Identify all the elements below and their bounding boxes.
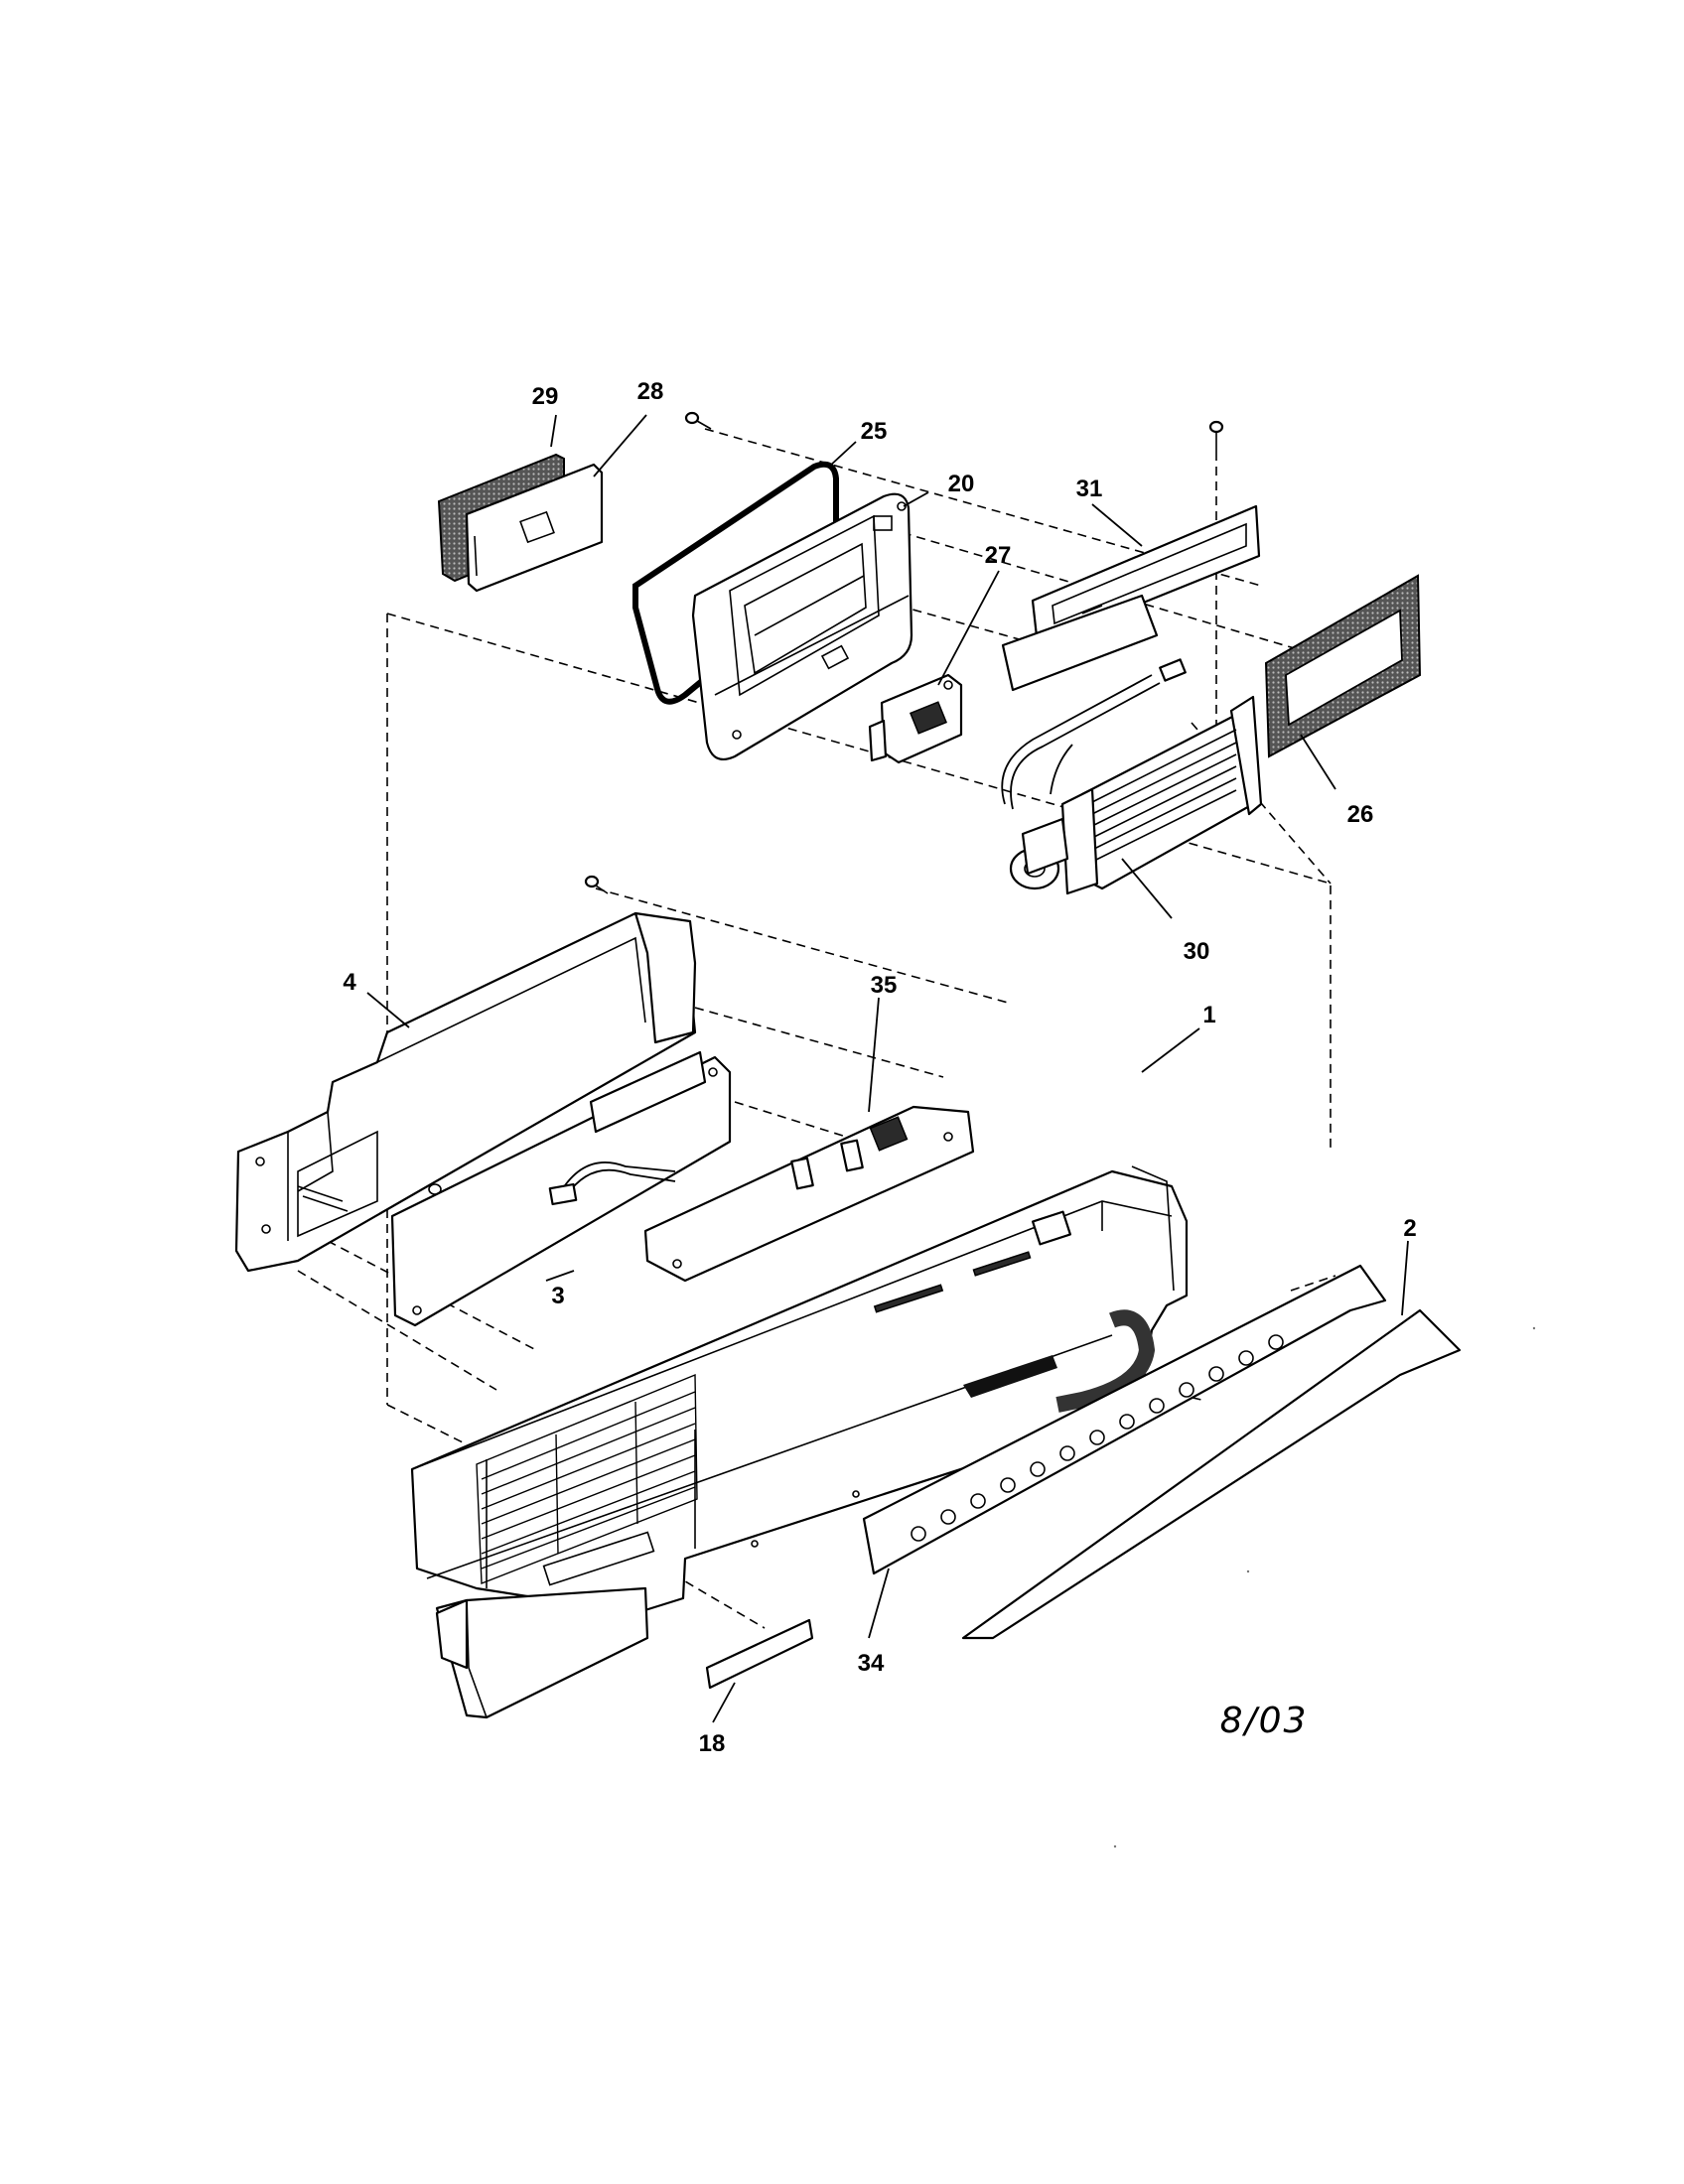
label-part-26: 26: [1347, 801, 1374, 828]
part-28-filter-cover: [465, 463, 604, 593]
label-part-3: 3: [551, 1283, 564, 1309]
console-vent-grille: [476, 1373, 698, 1585]
part-2-trim-strip: [961, 1308, 1462, 1640]
label-part-35: 35: [871, 972, 898, 999]
label-part-31: 31: [1076, 476, 1103, 502]
screw-upper-right: [1208, 420, 1224, 452]
label-part-34: 34: [858, 1650, 885, 1677]
leader-lines: [366, 414, 1409, 1723]
part-34-control-overlay: [862, 1264, 1387, 1575]
part-1-console-body: [410, 1165, 1189, 1615]
part-4-air-duct: [234, 911, 697, 1273]
label-part-20: 20: [948, 471, 975, 497]
part-30-blower: [1001, 658, 1263, 895]
screw-upper-left: [684, 411, 712, 430]
part-number-labels: 29 28 25 20 31 27 26 30 4 35 1 2 3 34 18: [343, 378, 1416, 1757]
scan-specks: [1113, 1326, 1536, 1848]
part-35-keypad-board: [643, 1105, 975, 1283]
screw-middle: [584, 875, 609, 894]
label-part-27: 27: [985, 542, 1012, 569]
label-part-1: 1: [1202, 1002, 1215, 1028]
label-part-2: 2: [1403, 1215, 1416, 1242]
part-26-gasket-frame: [1264, 574, 1422, 758]
part-31-vent-plate: [1001, 504, 1261, 692]
label-part-25: 25: [861, 418, 888, 445]
label-part-29: 29: [532, 383, 559, 410]
label-part-18: 18: [699, 1730, 726, 1757]
date-stamp: 8/03: [1220, 1701, 1309, 1741]
label-part-28: 28: [637, 378, 664, 405]
part-18-badge: [705, 1618, 814, 1690]
label-part-4: 4: [343, 969, 356, 996]
part-27-switch: [868, 673, 963, 764]
console-lower-trim: [435, 1586, 649, 1719]
label-part-30: 30: [1184, 938, 1210, 965]
part-3-control-board: [390, 1050, 732, 1327]
part-20-duct-housing: [691, 492, 913, 760]
